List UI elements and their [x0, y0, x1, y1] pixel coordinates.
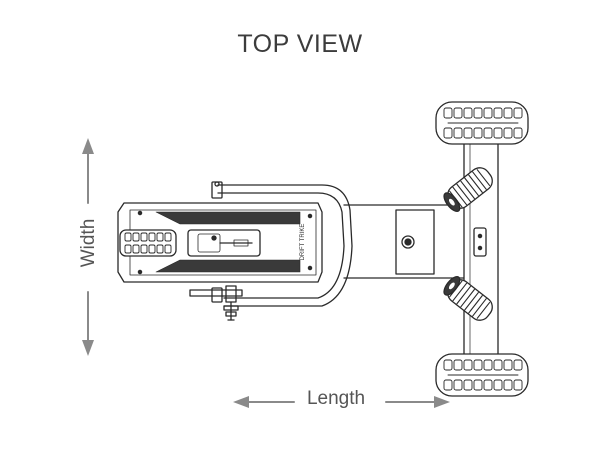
- brake-assembly: [189, 285, 243, 321]
- front-wheel-top: [435, 101, 529, 145]
- front-axle: [463, 127, 499, 357]
- page-title: TOP VIEW: [237, 30, 363, 58]
- deck: DRIFT TRIKE: [117, 202, 323, 283]
- length-arrow: [233, 396, 450, 408]
- deck-logo: DRIFT TRIKE: [300, 224, 306, 261]
- foot-peg-upper: [443, 167, 493, 213]
- width-arrow: [82, 138, 94, 356]
- foot-peg-lower: [443, 275, 493, 321]
- rear-wheel: [119, 229, 177, 257]
- width-label: Width: [78, 218, 99, 268]
- handlebar-loop: [211, 181, 353, 307]
- front-wheel-bottom: [435, 353, 529, 397]
- length-label: Length: [306, 388, 366, 409]
